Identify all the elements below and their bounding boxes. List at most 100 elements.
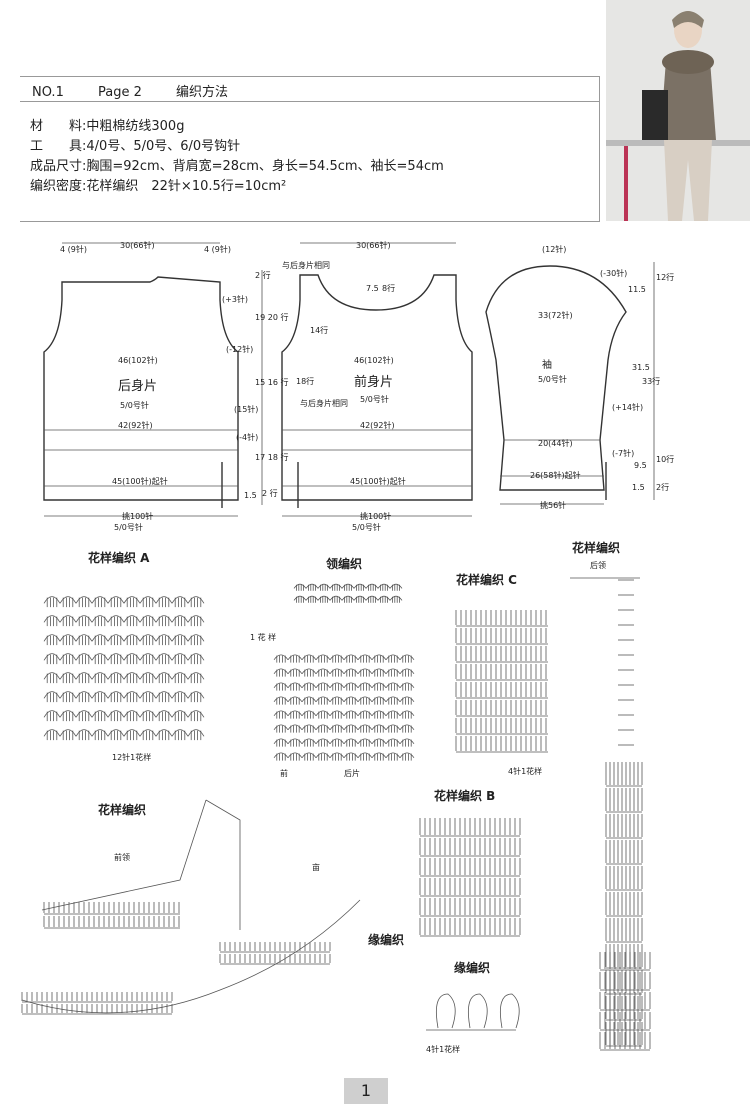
lower-outline [41,799,241,930]
middle-dimensions: 2 行 (+3针) 19 20 行 (-12针) 15 16 行 (15针) (… [222,270,288,505]
stitch-arc [301,668,317,675]
pattern-c-title: 花样编织 C [456,572,517,587]
page-number: 1 [344,1078,388,1104]
stitch-arc [343,668,359,675]
stitch-arc [287,668,303,675]
front-neck-75: 7.5 [366,284,379,293]
stitch-arc [343,654,359,661]
stitch-arc [75,710,93,718]
stitch-arc [43,691,61,699]
stitch-arc [371,696,387,703]
stitch-arc [171,691,189,699]
stitch-arc [171,729,189,737]
stitch-arc [155,615,173,623]
stitch-arc [59,672,77,680]
stitch-arc [287,724,303,731]
stitch-arc [329,682,345,689]
stitch-arc [59,596,77,604]
front-w45: 45(100针)起针 [350,476,406,486]
stitch-arc [371,654,387,661]
stitch-arc [365,595,379,601]
back-top-left: 4 (9针) [60,244,87,254]
stitch-arc [123,596,141,604]
stitch-arc [343,738,359,745]
stitch-arc [187,596,205,604]
right-strip: 花样编织 后领 [570,540,651,1051]
stitch-arc [75,596,93,604]
stitch-arc [293,583,307,589]
stitch-arc [357,710,373,717]
stitch-arc [123,615,141,623]
stitch-picot [435,993,456,1029]
stitch-arc [315,738,331,745]
edge-repeat: 4针1花样 [426,1044,460,1054]
stitch-arc [399,682,415,689]
stitch-arc [287,738,303,745]
stitch-arc [317,595,331,601]
front-side-note: 与后身片相同 [300,398,348,408]
stitch-arc [385,654,401,661]
stitch-arc [357,682,373,689]
stitch-arc [43,710,61,718]
stitch-arc [329,696,345,703]
stitch-arc [273,654,289,661]
info-tools: 工 具:4/0号、5/0号、6/0号钩针 [30,139,241,154]
stitch-arc [155,634,173,642]
back-piece: 后身片 5/0号针 30(66针) 4 (9针) 4 (9针) 46(102针)… [43,240,239,532]
lower-pattern: 花样编织 前领 亩 [21,799,361,1015]
stitch-arc [273,710,289,717]
stitch-arc [287,710,303,717]
right-strip-neck: 后领 [590,560,606,570]
right-strip-title: 花样编织 [572,540,620,555]
stitch-arc [343,752,359,759]
stitch-arc [171,672,189,680]
stitch-arc [385,710,401,717]
stitch-arc [399,710,415,717]
edge-pattern: 缘编织 缘编织 4针1花样 [368,932,520,1054]
stitch-arc [317,583,331,589]
sleeve-r-115: 11.5 [628,285,646,294]
back-w42: 42(92针) [118,420,153,430]
stitch-arc [187,729,205,737]
stitch-arc [139,710,157,718]
stitch-arc [155,710,173,718]
pattern-c-repeat: 4针1花样 [508,766,542,776]
lower-pattern-chart [21,799,361,1015]
collar-pattern: 领编织 前 后片 [273,556,415,778]
stitch-arc [365,583,379,589]
stitch-arc [399,668,415,675]
stitch-arc [171,615,189,623]
stitch-arc [315,668,331,675]
back-top-center: 30(66针) [120,240,155,250]
mid-dim-6: (-4针) [236,432,258,442]
stitch-arc [107,729,125,737]
stitch-arc [43,634,61,642]
stitch-picot [467,993,488,1029]
stitch-arc [187,710,205,718]
sleeve-name: 袖 [542,358,552,371]
stitch-arc [171,710,189,718]
collar-chart [273,583,415,761]
mid-dim-9: 2 行 [262,488,278,498]
stitch-arc [59,729,77,737]
sleeve-piece: 袖 5/0号针 (12针) 33(72针) 20(44针) 26(58针)起针 … [485,244,674,510]
back-hook: 5/0号针 [120,400,149,410]
stitch-arc [371,710,387,717]
stitch-arc [75,729,93,737]
stitch-arc [371,668,387,675]
stitch-arc [75,615,93,623]
back-top-right: 4 (9针) [204,244,231,254]
stitch-arc [123,710,141,718]
stitch-arc [357,752,373,759]
stitch-arc [155,596,173,604]
collar-back: 后片 [344,768,360,778]
stitch-arc [329,583,343,589]
collar-front: 前 [280,768,288,778]
stitch-arc [343,724,359,731]
info-gauge: 编织密度:花样编织 22针×10.5行=10cm² [30,179,287,194]
stitch-arc [187,691,205,699]
stitch-arc [155,729,173,737]
stitch-arc [59,634,77,642]
lower-belly: 亩 [312,862,320,872]
